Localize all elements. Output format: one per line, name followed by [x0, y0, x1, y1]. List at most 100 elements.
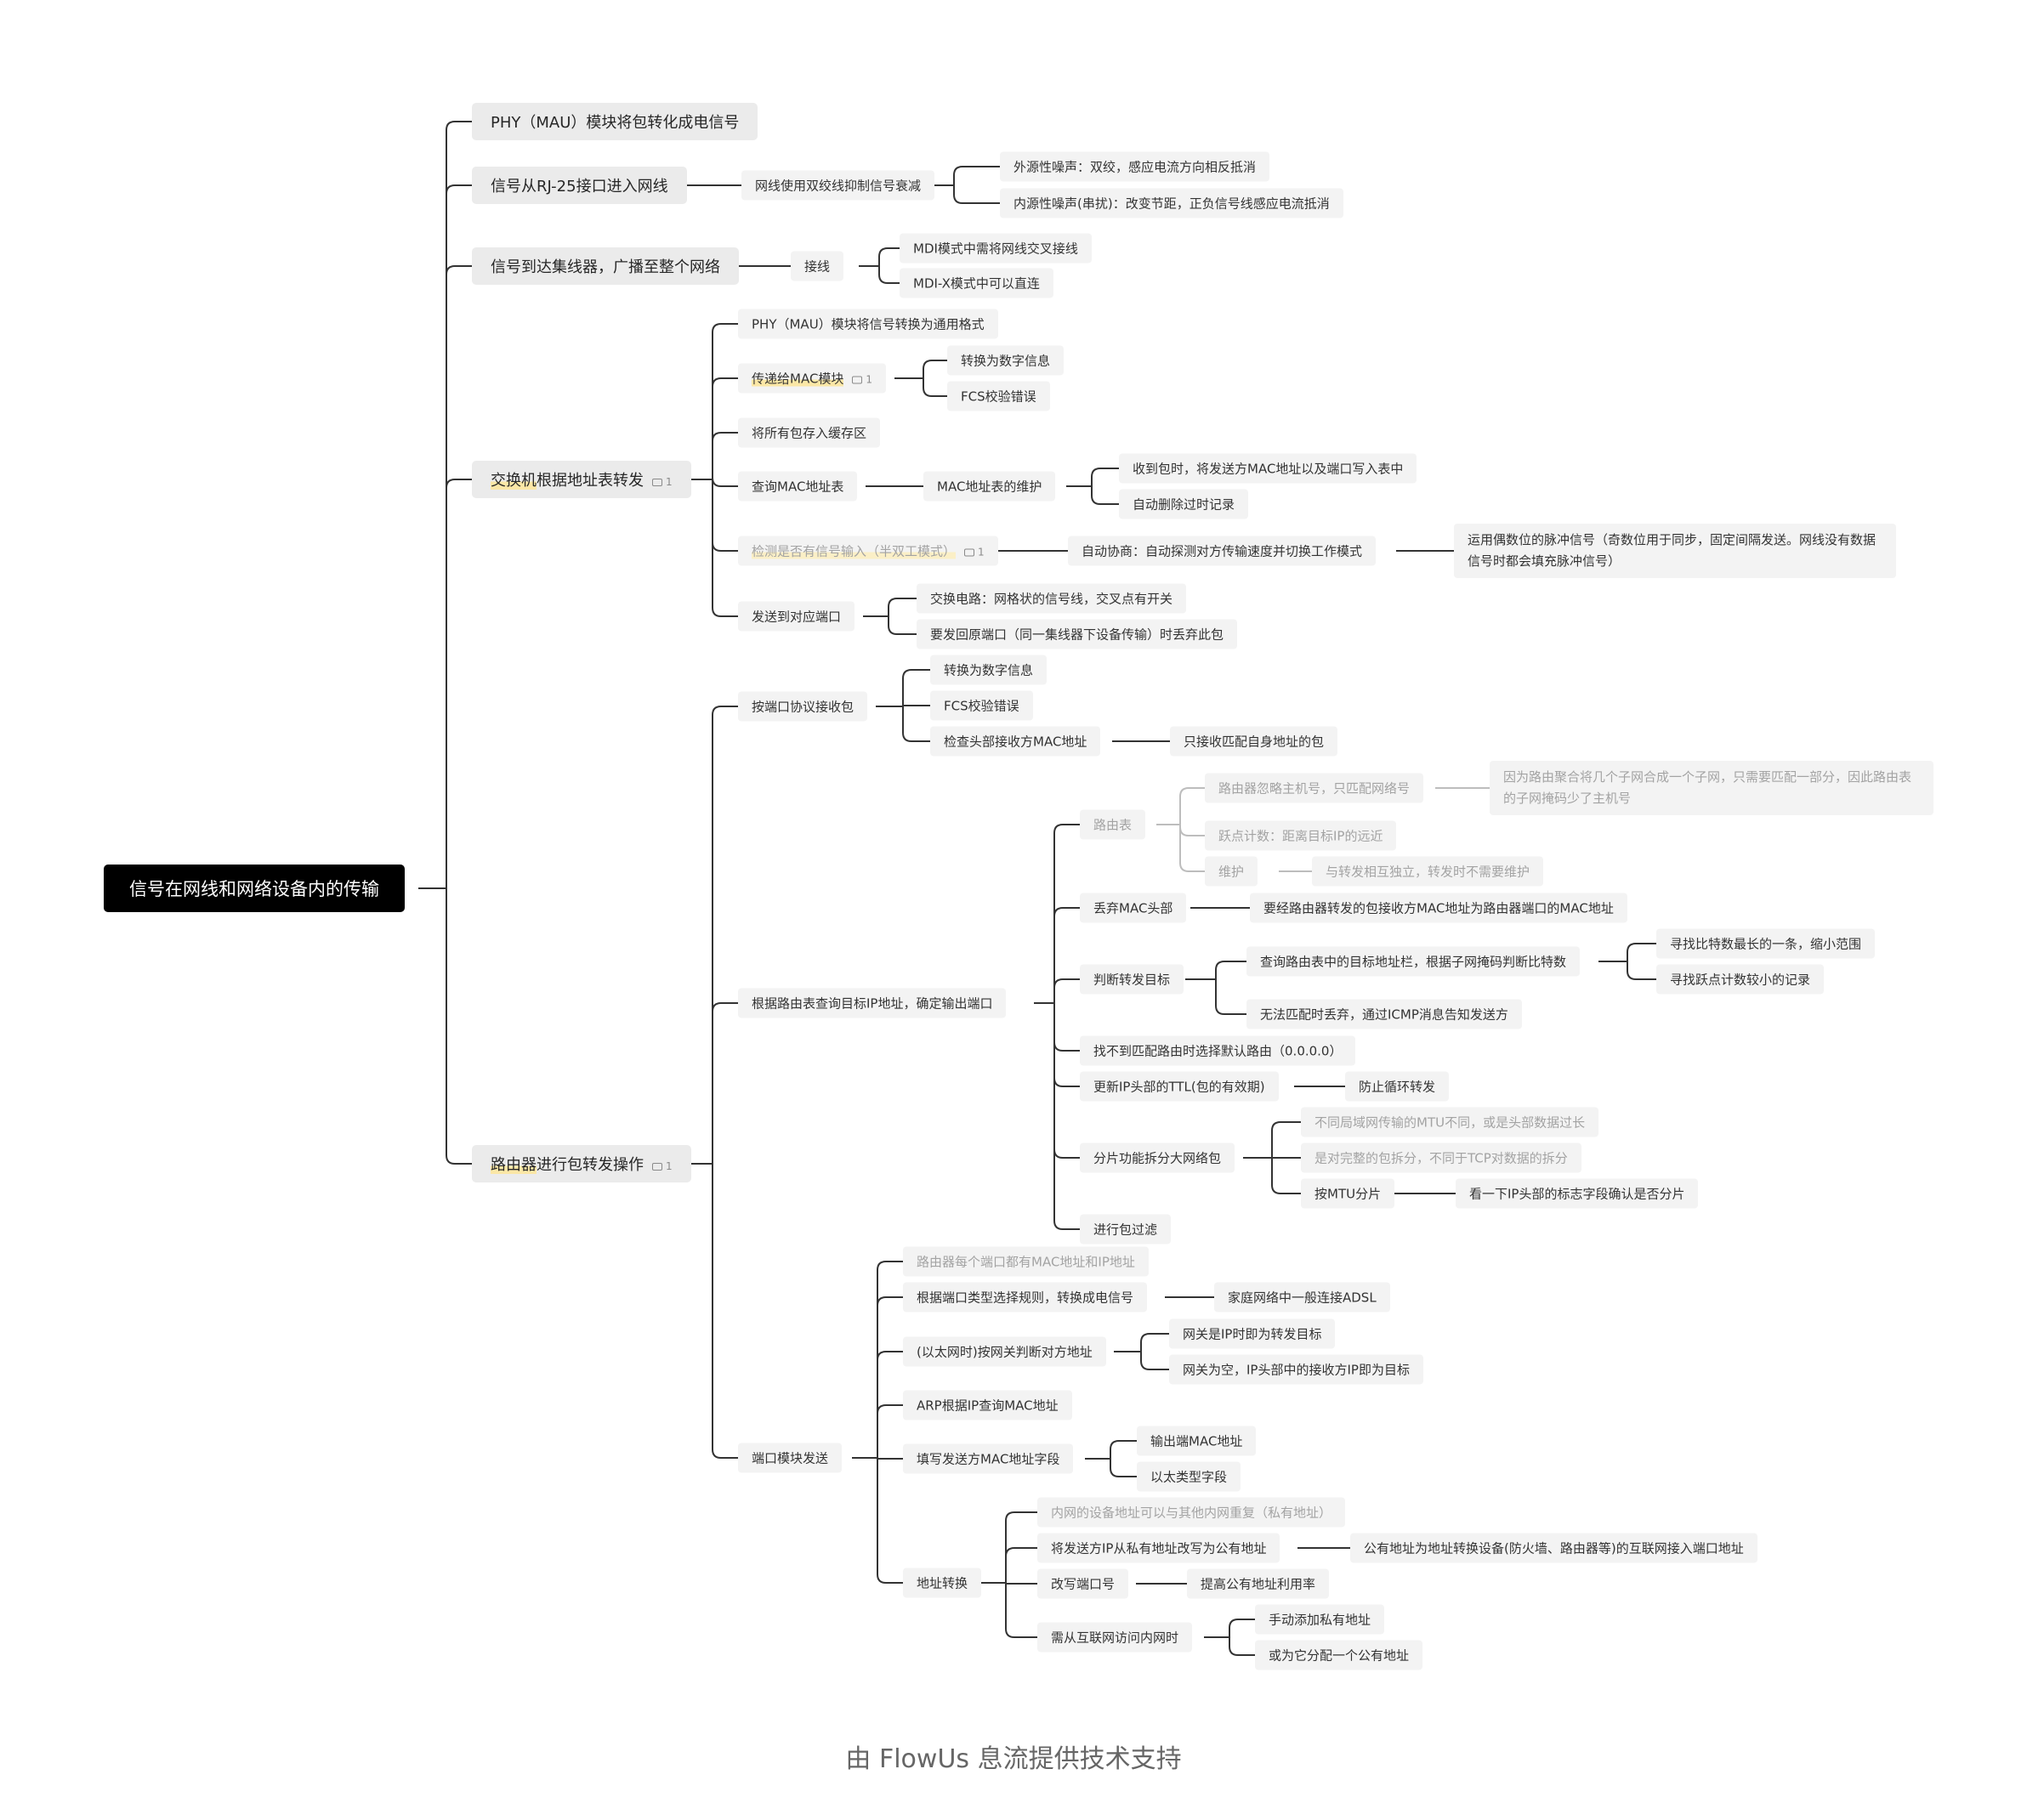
node-gateway-judge[interactable]: (以太网时)按网关判断对方地址 [903, 1336, 1106, 1367]
connector-line [923, 360, 947, 378]
node-check-flags[interactable]: 看一下IP头部的标志字段确认是否分片 [1456, 1178, 1699, 1209]
node-external-noise[interactable]: 外源性噪声：双绞，感应电流方向相反抵消 [1000, 151, 1270, 182]
connector-line [712, 479, 738, 552]
node-router-fcs[interactable]: FCS校验错误 [930, 690, 1033, 721]
node-send-to-port[interactable]: 发送到对应端口 [738, 601, 855, 632]
comment-icon [652, 1163, 662, 1171]
node-accept-own-address[interactable]: 只接收匹配自身地址的包 [1170, 726, 1338, 757]
node-rewrite-port[interactable]: 改写端口号 [1037, 1568, 1129, 1599]
connector-line [877, 1296, 903, 1458]
node-fragmentation[interactable]: 分片功能拆分大网络包 [1080, 1142, 1235, 1173]
node-update-ttl[interactable]: 更新IP头部的TTL(包的有效期) [1080, 1071, 1279, 1102]
node-decide-target[interactable]: 判断转发目标 [1080, 964, 1184, 995]
comment-badge[interactable]: 1 [852, 374, 872, 386]
node-convert-electric[interactable]: 根据端口类型选择规则，转换成电信号 [903, 1282, 1148, 1313]
connector-line [1053, 1003, 1080, 1159]
node-buffer-packets[interactable]: 将所有包存入缓存区 [738, 417, 881, 448]
node-receive-by-protocol[interactable]: 按端口协议接收包 [738, 691, 868, 722]
node-fill-sender-mac[interactable]: 填写发送方MAC地址字段 [903, 1443, 1074, 1474]
highlight-text: 路由器 [491, 1156, 537, 1174]
node-routing-table[interactable]: 路由表 [1080, 809, 1146, 840]
connector-line [446, 184, 472, 888]
node-detect-signal[interactable]: 检测是否有信号输入（半双工模式）1 [738, 536, 998, 566]
node-delete-stale[interactable]: 自动删除过时记录 [1119, 489, 1249, 519]
node-drop-same-port[interactable]: 要发回原端口（同一集线器下设备传输）时丢弃此包 [917, 619, 1238, 649]
connector-line [878, 266, 900, 284]
node-rewrite-source-ip[interactable]: 将发送方IP从私有地址改写为公有地址 [1037, 1533, 1280, 1563]
node-drop-mac-header[interactable]: 丢弃MAC头部 [1080, 893, 1187, 923]
node-private-address[interactable]: 内网的设备地址可以与其他内网重复（私有地址） [1037, 1497, 1346, 1528]
node-router-port-mac[interactable]: 要经路由器转发的包接收方MAC地址为路由器端口的MAC地址 [1250, 893, 1627, 923]
node-switch-fcs[interactable]: FCS校验错误 [947, 381, 1050, 411]
node-lookup-route[interactable]: 根据路由表查询目标IP地址，确定输出端口 [738, 988, 1007, 1018]
node-nat[interactable]: 地址转换 [903, 1568, 982, 1598]
connector-line [712, 323, 738, 479]
connector-line [1053, 824, 1080, 1003]
node-add-private[interactable]: 手动添加私有地址 [1255, 1604, 1385, 1635]
comment-badge[interactable]: 1 [652, 476, 673, 488]
node-smaller-hop[interactable]: 寻找跃点计数较小的记录 [1656, 964, 1825, 995]
node-home-adsl[interactable]: 家庭网络中一般连接ADSL [1214, 1282, 1390, 1313]
comment-badge[interactable]: 1 [964, 547, 985, 558]
node-query-mac-table[interactable]: 查询MAC地址表 [738, 471, 858, 502]
node-public-address[interactable]: 公有地址为地址转换设备(防火墙、路由器等)的互联网接入端口地址 [1350, 1533, 1757, 1563]
node-switch-phy[interactable]: PHY（MAU）模块将信号转换为通用格式 [738, 309, 998, 339]
node-gateway-empty[interactable]: 网关为空，IP头部中的接收方IP即为目标 [1169, 1354, 1423, 1385]
connector-line [712, 377, 738, 479]
node-router-to-digital[interactable]: 转换为数字信息 [930, 655, 1048, 685]
node-port-send[interactable]: 端口模块发送 [738, 1443, 843, 1473]
node-auto-negotiation[interactable]: 自动协商：自动探测对方传输速度并切换工作模式 [1068, 536, 1377, 566]
node-default-route[interactable]: 找不到匹配路由时选择默认路由（0.0.0.0） [1080, 1035, 1356, 1066]
node-internal-noise[interactable]: 内源性噪声(串扰)：改变节距，正负信号线感应电流抵消 [1000, 188, 1343, 218]
node-arp-lookup[interactable]: ARP根据IP查询MAC地址 [903, 1390, 1072, 1420]
node-packet-filter[interactable]: 进行包过滤 [1080, 1214, 1172, 1245]
node-port-mac-ip[interactable]: 路由器每个端口都有MAC地址和IP地址 [903, 1246, 1149, 1277]
node-mac-table-maintenance[interactable]: MAC地址表的维护 [923, 471, 1056, 502]
node-switch-circuit[interactable]: 交换电路：网格状的信号线，交叉点有开关 [917, 583, 1187, 614]
connector-line [446, 265, 472, 888]
node-route-aggregation[interactable]: 因为路由聚合将几个子网合成一个子网，只需要匹配一部分，因此路由表的子网掩码少了主… [1490, 761, 1933, 815]
node-assign-public[interactable]: 或为它分配一个公有地址 [1255, 1640, 1423, 1670]
root-node[interactable]: 信号在网线和网络设备内的传输 [104, 865, 405, 912]
node-mtu-differs[interactable]: 不同局域网传输的MTU不同，或是头部数据过长 [1301, 1107, 1599, 1137]
node-hop-count[interactable]: 跃点计数：距离目标IP的远近 [1205, 820, 1397, 851]
connector-line [888, 616, 917, 635]
node-ignore-host[interactable]: 路由器忽略主机号，只匹配网络号 [1205, 773, 1424, 803]
node-check-dest-mac[interactable]: 检查头部接收方MAC地址 [930, 726, 1101, 757]
node-longest-prefix[interactable]: 寻找比特数最长的一条，缩小范围 [1656, 928, 1876, 959]
node-switch-to-digital[interactable]: 转换为数字信息 [947, 345, 1065, 376]
node-improve-utilization[interactable]: 提高公有地址利用率 [1187, 1568, 1330, 1599]
node-mdi-crossover[interactable]: MDI模式中需将网线交叉接线 [900, 233, 1092, 264]
connector-line [1053, 978, 1080, 1003]
node-whole-packet-split[interactable]: 是对完整的包拆分，不同于TCP对数据的拆分 [1301, 1142, 1581, 1173]
node-wiring[interactable]: 接线 [791, 251, 844, 281]
node-independent-maintenance[interactable]: 与转发相互独立，转发时不需要维护 [1312, 856, 1544, 887]
node-mdix-direct[interactable]: MDI-X模式中可以直连 [900, 268, 1053, 298]
node-inbound-access[interactable]: 需从互联网访问内网时 [1037, 1622, 1193, 1653]
topic-phy-to-signal[interactable]: PHY（MAU）模块将包转化成电信号 [472, 103, 758, 140]
node-gateway-is-ip[interactable]: 网关是IP时即为转发目标 [1169, 1318, 1336, 1349]
comment-badge[interactable]: 1 [652, 1160, 673, 1172]
connector-line [1005, 1511, 1037, 1583]
node-query-dest-field[interactable]: 查询路由表中的目标地址栏，根据子网掩码判断比特数 [1246, 946, 1581, 977]
connector-line [1271, 1158, 1301, 1194]
node-twisted-pair[interactable]: 网线使用双绞线抑制信号衰减 [741, 170, 935, 201]
topic-rj25-entry[interactable]: 信号从RJ-25接口进入网线 [472, 167, 687, 204]
connector-line [1179, 825, 1205, 872]
comment-count: 1 [866, 373, 873, 386]
node-split-by-mtu[interactable]: 按MTU分片 [1301, 1178, 1395, 1209]
node-prevent-loop[interactable]: 防止循环转发 [1345, 1071, 1450, 1102]
connector-line [1053, 1003, 1080, 1052]
connector-line [953, 185, 1000, 204]
node-ethertype[interactable]: 以太类型字段 [1137, 1461, 1241, 1492]
topic-hub-broadcast[interactable]: 信号到达集线器，广播至整个网络 [472, 247, 739, 285]
node-maintenance[interactable]: 维护 [1205, 856, 1258, 887]
connector-line [712, 479, 738, 617]
node-write-mac-on-receive[interactable]: 收到包时，将发送方MAC地址以及端口写入表中 [1119, 453, 1417, 484]
node-output-mac[interactable]: 输出端MAC地址 [1137, 1426, 1257, 1456]
node-no-match-icmp[interactable]: 无法匹配时丢弃，通过ICMP消息告知发送方 [1246, 999, 1522, 1029]
node-pulse-signal[interactable]: 运用偶数位的脉冲信号（奇数位用于同步，固定间隔发送。网线没有数据信号时都会填充脉… [1454, 524, 1896, 578]
